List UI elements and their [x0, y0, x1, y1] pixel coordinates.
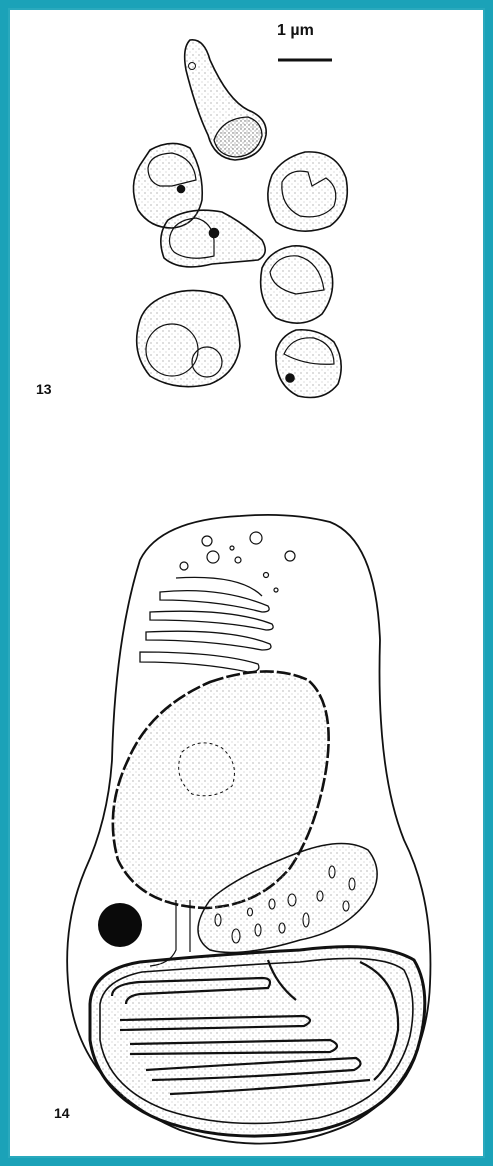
- scale-bar-label: 1 µm: [277, 22, 314, 40]
- dense-granule: [178, 186, 185, 193]
- dense-granule: [210, 229, 219, 238]
- lipid-droplet: [98, 903, 142, 947]
- figure-14-cell: [67, 515, 430, 1144]
- figure-13-number: 13: [36, 381, 52, 397]
- cell-lower-left: [137, 290, 240, 386]
- figure-14-number: 14: [54, 1105, 70, 1121]
- figure-13-cells: [133, 40, 347, 398]
- cell-middle-left: [161, 210, 265, 267]
- dense-granule: [286, 374, 294, 382]
- cell-middle-right: [261, 246, 333, 323]
